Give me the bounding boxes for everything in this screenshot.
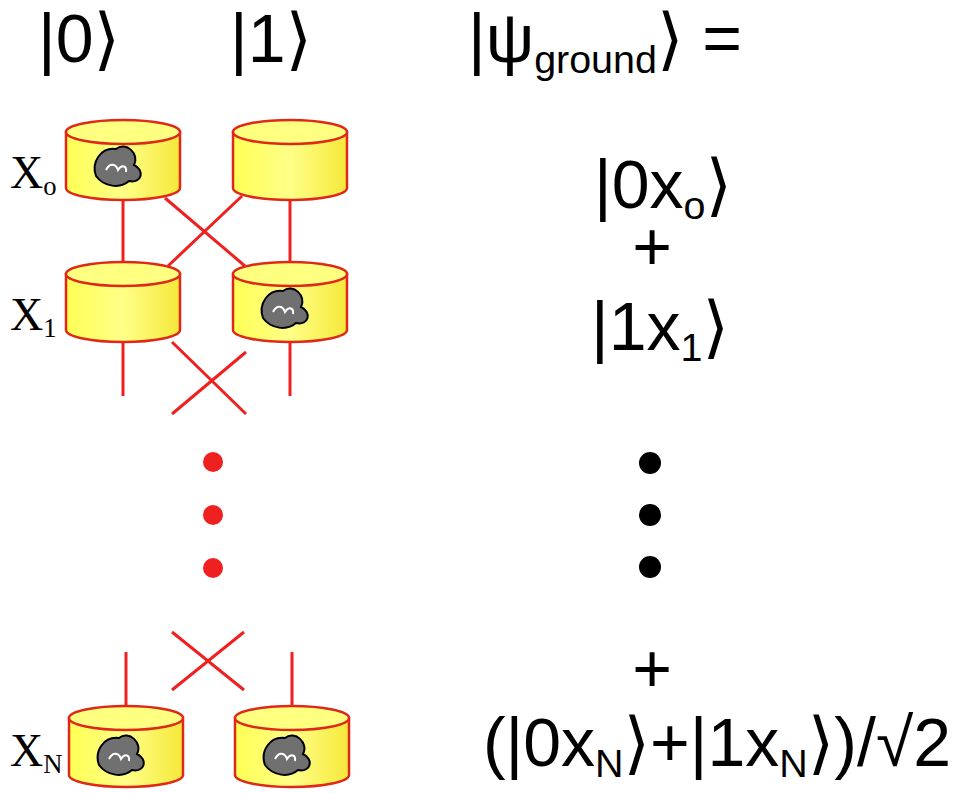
math-text: X bbox=[10, 289, 43, 340]
basis-ket: |0⟩ bbox=[38, 4, 120, 72]
basis-ket: |1⟩ bbox=[230, 4, 312, 72]
math-text: + bbox=[632, 630, 672, 706]
math-text: + bbox=[632, 208, 672, 284]
ellipsis-dots bbox=[203, 452, 223, 578]
row-label: Xo bbox=[10, 150, 57, 200]
particle-blobs bbox=[95, 147, 310, 775]
plus-sign: + bbox=[632, 634, 672, 702]
state-heading: |ψground⟩ = bbox=[468, 4, 742, 79]
math-text: ⟩+|1x bbox=[624, 704, 780, 780]
equation-term: |1x1⟩ bbox=[591, 292, 729, 367]
math-text: X bbox=[10, 725, 43, 776]
subscript: 1 bbox=[43, 313, 56, 343]
math-text: |1⟩ bbox=[230, 0, 312, 76]
row-label: X1 bbox=[10, 292, 57, 342]
subscript: N bbox=[779, 741, 807, 785]
subscript: o bbox=[43, 171, 56, 201]
subscript: ground bbox=[534, 37, 657, 81]
ellipsis-dots bbox=[639, 452, 661, 578]
subscript: 1 bbox=[681, 325, 703, 369]
math-text: ⟩ bbox=[705, 146, 732, 222]
subscript: N bbox=[595, 741, 623, 785]
plus-sign: + bbox=[632, 212, 672, 280]
math-text: (|0x bbox=[483, 704, 595, 780]
buckets bbox=[66, 120, 349, 787]
math-text: X bbox=[10, 147, 43, 198]
math-text: |0⟩ bbox=[38, 0, 120, 76]
subscript: N bbox=[43, 749, 62, 779]
row-label: XN bbox=[10, 728, 63, 778]
math-text: ⟩)/√2 bbox=[808, 704, 951, 780]
math-text: ⟩ = bbox=[657, 0, 742, 76]
math-text: |ψ bbox=[468, 0, 534, 76]
math-text: ⟩ bbox=[702, 288, 729, 364]
equation-term: (|0xN⟩+|1xN⟩)/√2 bbox=[483, 708, 951, 783]
subscript: o bbox=[684, 183, 706, 227]
math-text: |1x bbox=[591, 288, 680, 364]
